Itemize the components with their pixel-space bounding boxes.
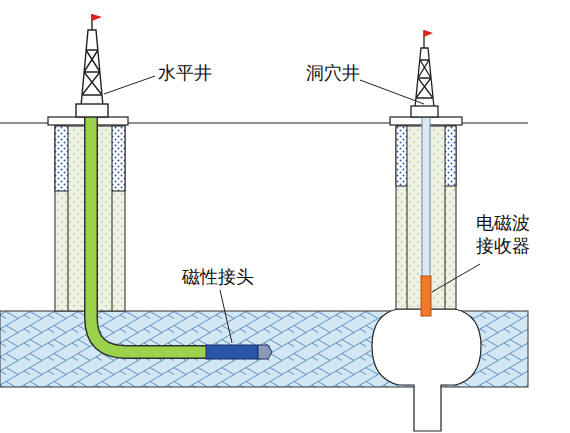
- leader-lines: [104, 76, 480, 343]
- drill-pipe: [91, 117, 212, 352]
- joint-label: 磁性接头: [182, 266, 254, 289]
- magnetic-joint: [206, 345, 272, 359]
- cave-cavity: [372, 309, 481, 431]
- well-label: 洞穴井: [306, 62, 360, 85]
- receiver-label: 电磁波 接收器: [476, 212, 532, 257]
- right-derrick: [411, 30, 438, 117]
- well-label: 水平井: [158, 62, 212, 85]
- em-receiver: [421, 276, 431, 316]
- left-derrick: [76, 14, 108, 117]
- drill-pipe-outline: [91, 117, 212, 352]
